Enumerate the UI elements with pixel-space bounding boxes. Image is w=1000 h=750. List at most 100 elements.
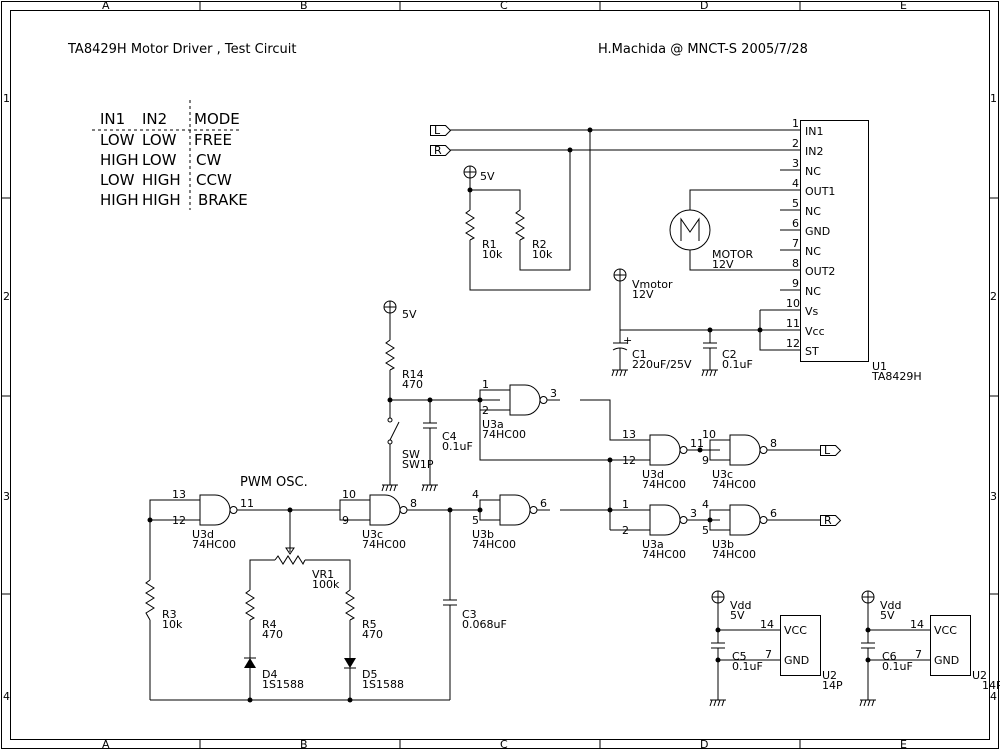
svg-text:5: 5: [792, 197, 799, 210]
svg-text:1S1588: 1S1588: [262, 678, 304, 691]
svg-text:Vdd: Vdd: [730, 599, 752, 612]
svg-text:ST: ST: [805, 345, 819, 358]
row-label: 3: [3, 490, 10, 503]
supply-vmotor: Vmotor 12V: [613, 268, 800, 351]
svg-text:7: 7: [765, 648, 772, 661]
svg-text:L: L: [824, 444, 831, 457]
svg-text:5V: 5V: [402, 308, 417, 321]
svg-text:Vmotor: Vmotor: [632, 278, 673, 291]
col-label: B: [300, 738, 308, 750]
svg-text:13: 13: [622, 428, 636, 441]
table-header: IN2: [142, 110, 167, 128]
svg-text:Vdd: Vdd: [880, 599, 902, 612]
capacitor-c1: + C1 220uF/25V: [612, 330, 692, 371]
port-l-out: L: [820, 444, 842, 457]
svg-text:R1: R1: [482, 238, 497, 251]
svg-text:U3a: U3a: [642, 538, 664, 551]
svg-text:VR1: VR1: [312, 568, 334, 581]
svg-text:11: 11: [240, 497, 254, 510]
svg-text:8: 8: [410, 497, 417, 510]
svg-text:5: 5: [472, 514, 479, 527]
svg-text:C4: C4: [442, 430, 457, 443]
svg-text:VCC: VCC: [934, 624, 957, 637]
svg-text:74HC00: 74HC00: [472, 538, 516, 551]
u2-block-a: Vdd 5V C5 0.1uF 14 7 VCC GND U2 14P: [709, 590, 843, 707]
table-header: MODE: [194, 110, 240, 128]
col-label: A: [102, 738, 110, 750]
svg-text:9: 9: [702, 454, 709, 467]
frame-column-labels-top: A B C D E: [102, 0, 907, 12]
table-cell: HIGH: [100, 191, 139, 209]
svg-text:IN1: IN1: [805, 125, 823, 138]
svg-text:74HC00: 74HC00: [192, 538, 236, 551]
supply-5v-r14: 5V: [383, 300, 417, 340]
svg-text:U3a: U3a: [482, 418, 504, 431]
svg-text:U3d: U3d: [642, 468, 664, 481]
u2-block-b: Vdd 5V C6 0.1uF 14 7 VCC GND U2 14P: [859, 590, 1000, 707]
svg-text:1S1588: 1S1588: [362, 678, 404, 691]
svg-text:74HC00: 74HC00: [712, 478, 756, 491]
potentiometer-vr1: VR1 100k: [274, 547, 340, 591]
resistor-r4: R4 470: [245, 589, 283, 641]
svg-text:R3: R3: [162, 608, 177, 621]
u1-pin-5: 5NC: [780, 197, 821, 218]
svg-text:1: 1: [622, 498, 629, 511]
svg-text:R5: R5: [362, 618, 377, 631]
svg-text:GND: GND: [805, 225, 830, 238]
resistor-r2: R2 10k: [515, 209, 553, 261]
col-label: D: [700, 0, 708, 12]
svg-text:2: 2: [792, 137, 799, 150]
svg-text:6: 6: [770, 507, 777, 520]
svg-text:11: 11: [786, 317, 800, 330]
svg-text:IN2: IN2: [805, 145, 823, 158]
svg-text:10: 10: [786, 297, 800, 310]
svg-text:MOTOR: MOTOR: [712, 248, 754, 261]
svg-text:470: 470: [362, 628, 383, 641]
svg-text:14P: 14P: [822, 679, 843, 692]
svg-text:U3d: U3d: [192, 528, 214, 541]
svg-text:5V: 5V: [730, 609, 745, 622]
svg-text:R2: R2: [532, 238, 547, 251]
svg-text:C5: C5: [732, 650, 747, 663]
svg-text:0.1uF: 0.1uF: [722, 358, 753, 371]
row-label: 2: [3, 290, 10, 303]
svg-text:11: 11: [690, 437, 704, 450]
col-label: B: [300, 0, 308, 12]
svg-text:74HC00: 74HC00: [712, 548, 756, 561]
resistor-r5: R5 470: [345, 589, 383, 641]
svg-text:100k: 100k: [312, 578, 340, 591]
motor-m: MOTOR 12V: [669, 189, 800, 271]
svg-text:SW: SW: [402, 448, 420, 461]
table-cell: FREE: [194, 131, 232, 149]
svg-text:OUT2: OUT2: [805, 265, 835, 278]
table-cell: LOW: [100, 171, 135, 189]
svg-text:10: 10: [342, 488, 356, 501]
svg-text:4: 4: [472, 488, 479, 501]
capacitor-c2: C2 0.1uF: [703, 330, 753, 371]
svg-text:7: 7: [792, 237, 799, 250]
svg-text:Vs: Vs: [805, 305, 819, 318]
col-label: D: [700, 738, 708, 750]
supply-5v-top: 5V: [463, 165, 495, 183]
svg-text:C3: C3: [462, 608, 477, 621]
svg-text:74HC00: 74HC00: [362, 538, 406, 551]
svg-text:C2: C2: [722, 348, 737, 361]
row-label: 4: [990, 690, 997, 703]
table-header: IN1: [100, 110, 125, 128]
svg-text:R14: R14: [402, 368, 424, 381]
port-l-top: L: [430, 124, 452, 137]
svg-text:5V: 5V: [480, 170, 495, 183]
table-cell: HIGH: [100, 151, 139, 169]
svg-text:NC: NC: [805, 205, 821, 218]
svg-text:Vcc: Vcc: [805, 325, 825, 338]
svg-text:U3b: U3b: [712, 538, 734, 551]
svg-text:D5: D5: [362, 668, 377, 681]
svg-text:SW1P: SW1P: [402, 458, 434, 471]
svg-text:0.1uF: 0.1uF: [732, 660, 763, 673]
